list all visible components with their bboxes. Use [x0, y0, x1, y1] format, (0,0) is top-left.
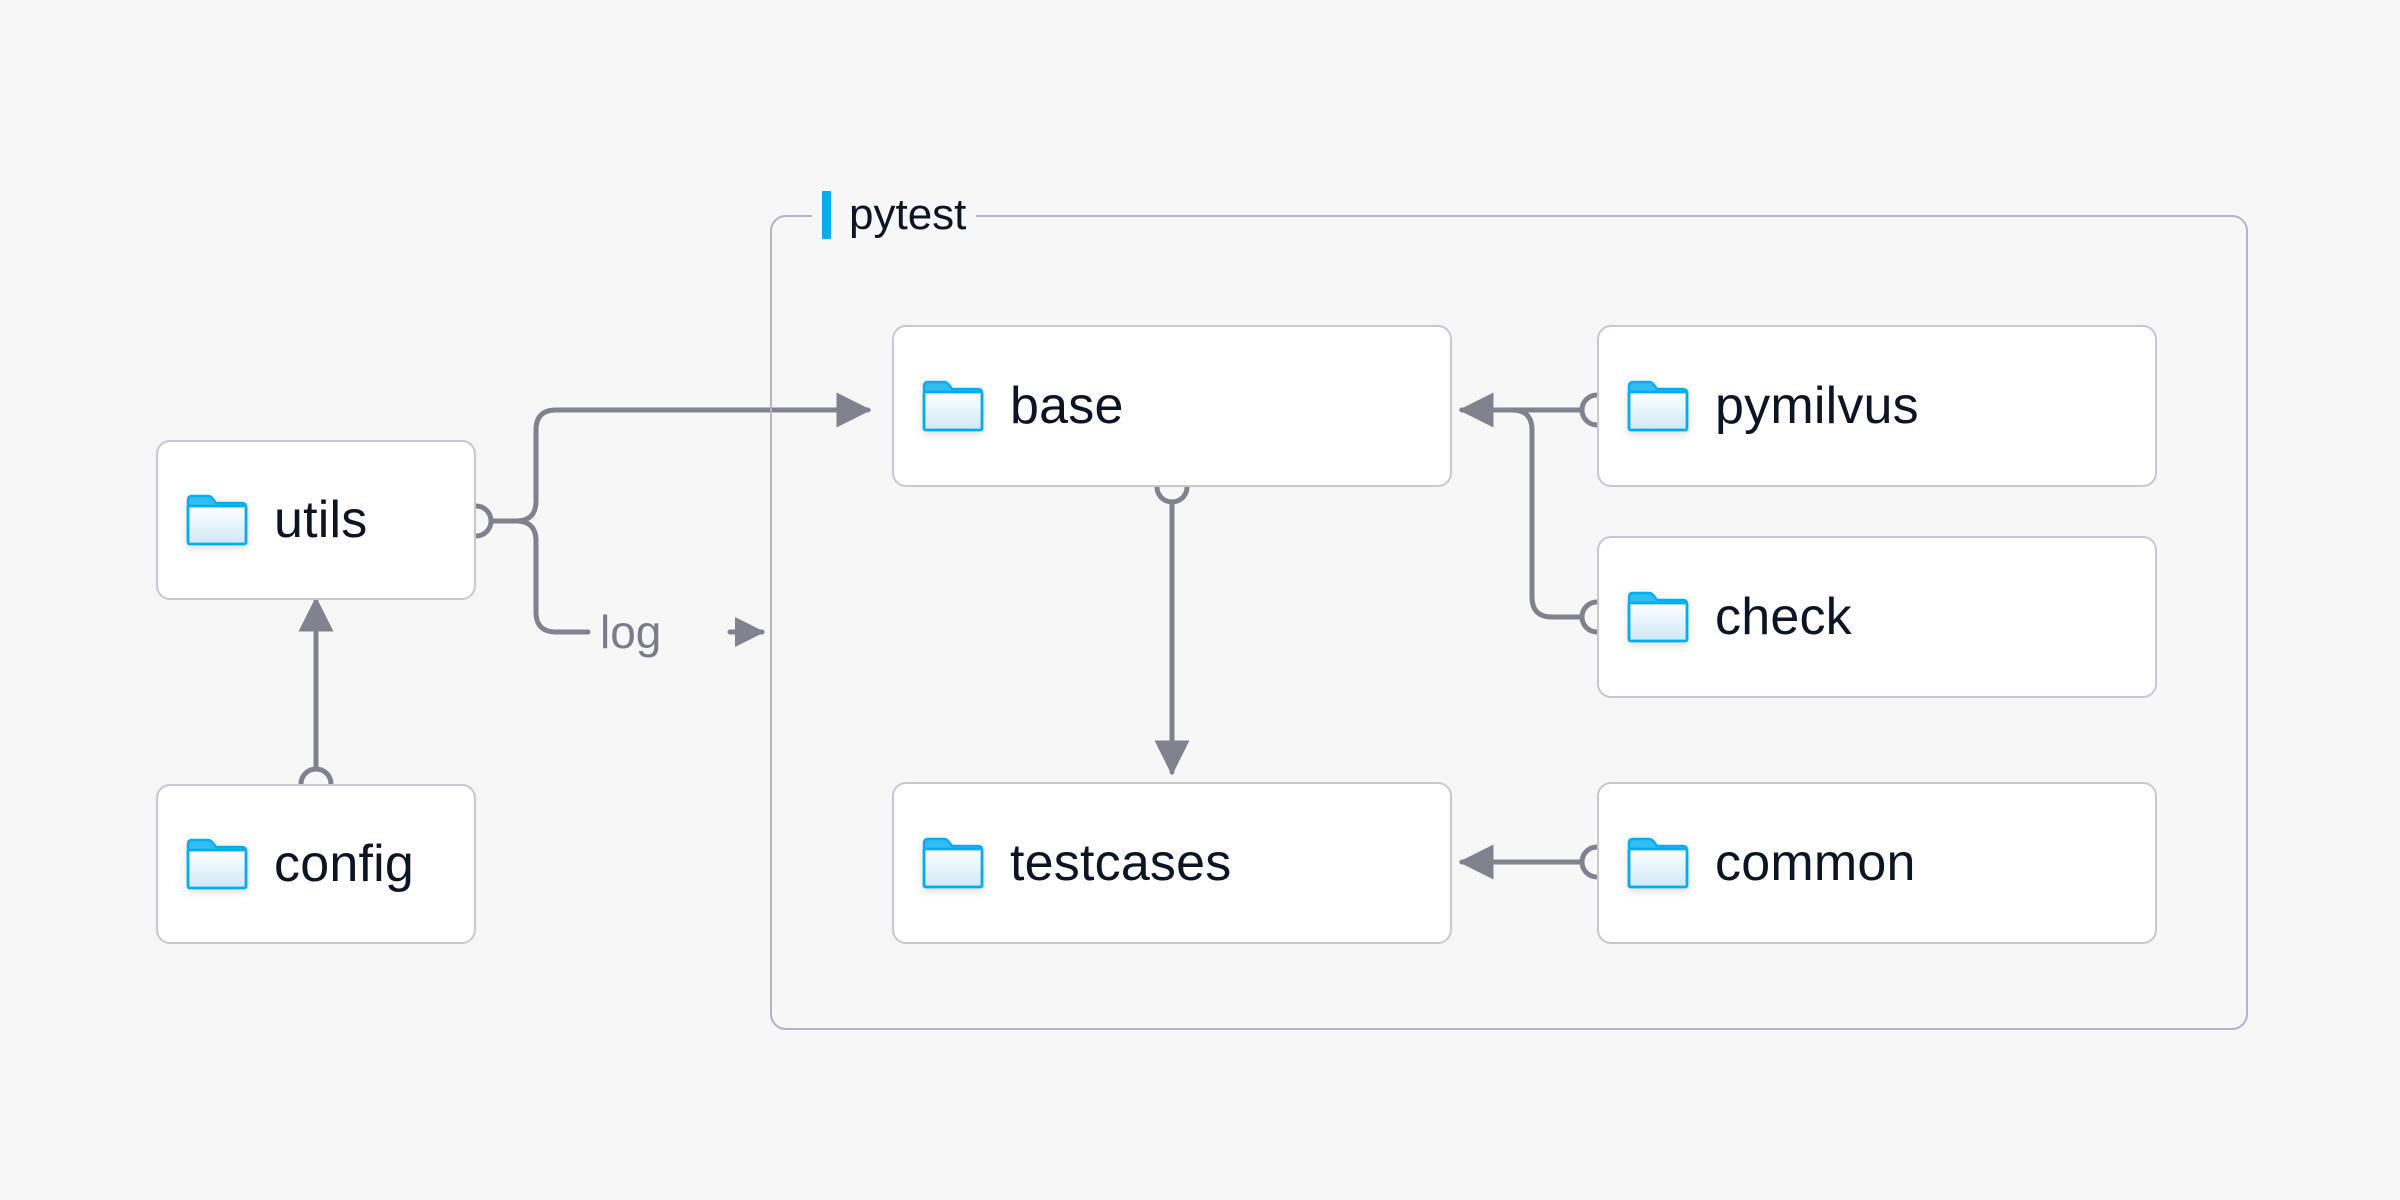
- folder-icon: [922, 837, 984, 889]
- node-common[interactable]: common: [1597, 782, 2157, 944]
- node-label: testcases: [1010, 834, 1232, 892]
- folder-icon: [1627, 591, 1689, 643]
- node-label: utils: [274, 491, 368, 549]
- node-base[interactable]: base: [892, 325, 1452, 487]
- group-title-text: pytest: [849, 190, 967, 239]
- edge-label-log: log: [600, 606, 662, 658]
- node-utils[interactable]: utils: [156, 440, 476, 600]
- node-pymilvus[interactable]: pymilvus: [1597, 325, 2157, 487]
- group-accent-bar: [822, 191, 831, 239]
- folder-icon: [186, 838, 248, 890]
- node-label: base: [1010, 377, 1124, 435]
- pytest-group-container: [770, 215, 2248, 1030]
- folder-icon: [186, 494, 248, 546]
- node-label: check: [1715, 588, 1852, 646]
- folder-icon: [1627, 380, 1689, 432]
- node-check[interactable]: check: [1597, 536, 2157, 698]
- folder-icon: [1627, 837, 1689, 889]
- node-label: config: [274, 835, 414, 893]
- folder-icon: [922, 380, 984, 432]
- pytest-group-title: pytest: [812, 190, 977, 240]
- node-testcases[interactable]: testcases: [892, 782, 1452, 944]
- node-config[interactable]: config: [156, 784, 476, 944]
- node-label: pymilvus: [1715, 377, 1919, 435]
- node-label: common: [1715, 834, 1916, 892]
